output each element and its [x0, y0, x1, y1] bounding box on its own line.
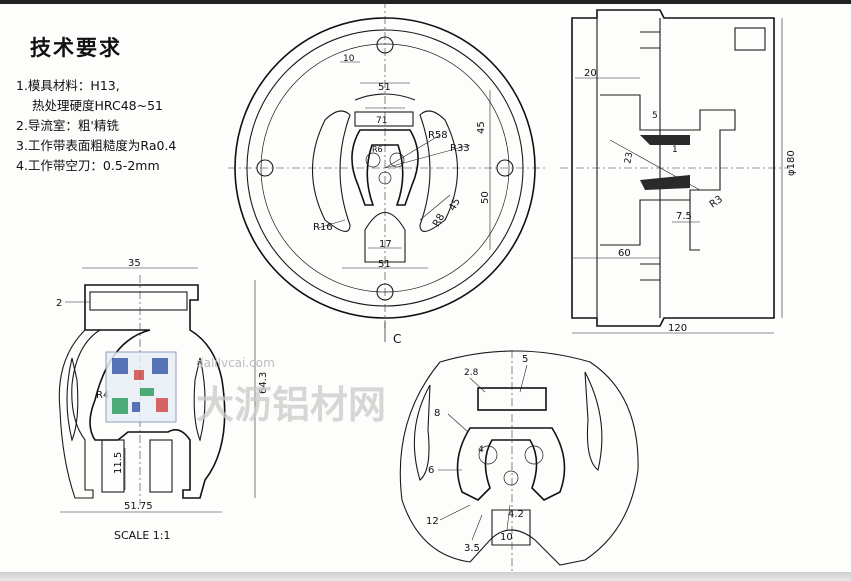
- dim-label: R58: [428, 130, 448, 141]
- section-fill: [640, 175, 690, 190]
- dim-label: 64.3: [258, 372, 269, 394]
- section-marker: C: [393, 332, 401, 346]
- feeder-port-right: [419, 110, 458, 232]
- dim-label: 35: [128, 258, 141, 269]
- core-lobe: [503, 470, 519, 486]
- dim-label: 50: [480, 191, 491, 204]
- requirement-line: 1.模具材料：H13,: [16, 78, 120, 93]
- requirement-line: 4.工作带空刀：0.5-2mm: [16, 158, 160, 173]
- requirement-line: 3.工作带表面粗糙度为Ra0.4: [16, 138, 177, 153]
- bolt-hole: [496, 159, 514, 177]
- dim-label: 20: [584, 68, 597, 79]
- dim-label: 2.8: [464, 368, 479, 378]
- profile-top-slot: [89, 291, 188, 311]
- dim-label: 45: [476, 121, 487, 134]
- dim-label: 1: [672, 145, 678, 155]
- detail-bottom-port: [491, 509, 531, 546]
- dim-label: φ180: [786, 150, 797, 176]
- detail-profile: [456, 427, 566, 501]
- die-outer-circle: [234, 17, 536, 319]
- profile-slot: [354, 111, 414, 127]
- die-inner-circle: [260, 43, 510, 293]
- dim-label: 6: [428, 465, 434, 476]
- scale-label: SCALE 1:1: [114, 529, 170, 542]
- side-section-view: 20 5 23 1 φ180 R3 7.5 60 120: [560, 9, 797, 334]
- dim-label: R8: [431, 212, 447, 229]
- scan-border-top: [0, 0, 851, 4]
- core-lobe: [378, 171, 392, 185]
- dim-label: R33: [450, 143, 470, 154]
- dim-label: 3.5: [464, 543, 480, 554]
- dim-label: 4: [478, 445, 484, 455]
- dim-label: 7.5: [676, 211, 692, 222]
- dim-label: 8: [434, 408, 440, 419]
- dim-label: 5: [522, 354, 528, 365]
- dim-label: 60: [618, 248, 631, 259]
- bolt-bore: [734, 27, 766, 51]
- profile-view: 35 2 64.3 R4 11.5 51.75 SCALE 1:1: [56, 258, 269, 542]
- dim-label: 12: [426, 516, 439, 527]
- requirement-line: 2.导流室：粗'精铣: [16, 118, 119, 133]
- dim-label: 2: [56, 298, 62, 309]
- watermark-text: 大沥铝材网: [196, 383, 386, 427]
- profile-side-slot: [66, 357, 79, 442]
- core-lobe: [478, 445, 498, 465]
- dim-label: R16: [313, 222, 333, 233]
- dim-label: 23: [623, 151, 635, 164]
- feeder-port-left: [312, 110, 351, 232]
- bolt-hole: [376, 36, 394, 54]
- core-lobe: [524, 445, 544, 465]
- section-fill: [640, 135, 690, 145]
- dim-label: 120: [668, 323, 687, 334]
- dim-label: R3: [708, 194, 725, 211]
- front-view: 10 51 71 R58 R33 45 R6 45 50 R8 R16 17 5…: [228, 0, 545, 346]
- qr-watermark-icon: [105, 351, 177, 423]
- scan-border-bottom: [0, 572, 851, 581]
- dim-label: 10: [500, 532, 513, 543]
- feeder-port-top: [354, 93, 416, 101]
- detail-outline: [399, 350, 639, 566]
- profile-left-wall: [58, 329, 101, 499]
- watermark-url: dalilvcai.com: [196, 356, 275, 370]
- dim-label: 71: [376, 116, 387, 126]
- die-step-circle: [246, 29, 524, 307]
- profile-leg: [149, 439, 173, 493]
- port-channel: [600, 199, 690, 246]
- port-channel: [600, 94, 736, 251]
- requirement-line: 热处理硬度HRC48~51: [32, 98, 163, 113]
- feeder-port-bottom: [364, 212, 406, 263]
- bolt-bore: [640, 31, 660, 49]
- bolt-bore: [640, 263, 660, 281]
- dim-label: 10: [343, 54, 355, 64]
- dim-label: 17: [379, 239, 392, 250]
- detail-side-port: [413, 384, 431, 481]
- requirements-title: 技术要求: [30, 36, 122, 60]
- core-lobe: [365, 152, 381, 168]
- detail-side-port: [584, 371, 603, 471]
- profile-outline: [351, 129, 419, 206]
- dim-label: 4.2: [508, 509, 524, 520]
- profile-side-slot: [193, 357, 206, 442]
- bolt-hole: [256, 159, 274, 177]
- dim-label: 51: [378, 259, 391, 270]
- detail-view: 2.8 5 8 4 6 12 3.5 10 4.2: [399, 350, 639, 572]
- dim-label: 11.5: [113, 452, 124, 474]
- dim-label: 51: [378, 82, 391, 93]
- profile-outline: [84, 284, 226, 499]
- technical-requirements: 技术要求 1.模具材料：H13, 热处理硬度HRC48~51 2.导流室：粗'精…: [16, 32, 266, 176]
- profile-leg: [101, 439, 125, 493]
- dim-label: 5: [652, 111, 658, 121]
- dim-label: 51.75: [124, 501, 153, 512]
- dim-label: R4: [96, 390, 109, 401]
- core-lobe: [389, 152, 405, 168]
- bolt-hole: [376, 283, 394, 301]
- dim-label: R6: [372, 145, 383, 154]
